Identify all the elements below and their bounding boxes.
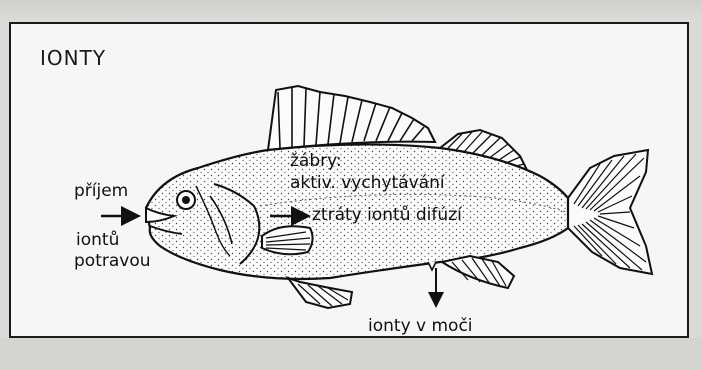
label-gills-line2: aktiv. vychytávání <box>290 175 445 192</box>
tail-fin <box>568 150 652 274</box>
label-intake-line3: potravou <box>74 253 151 270</box>
label-urine: ionty v moči <box>368 318 473 335</box>
dorsal-fin <box>268 86 435 150</box>
label-gills-line1: žábry: <box>290 153 342 170</box>
pectoral-fin <box>262 226 313 254</box>
anal-fin <box>442 256 514 288</box>
vent <box>428 262 436 270</box>
eye <box>177 191 195 209</box>
label-intake-line1: příjem <box>74 183 128 200</box>
pelvic-fin <box>288 278 352 308</box>
label-intake-line2: iontů <box>76 232 119 249</box>
label-diffusion: ztráty iontů difúzí <box>312 207 462 224</box>
